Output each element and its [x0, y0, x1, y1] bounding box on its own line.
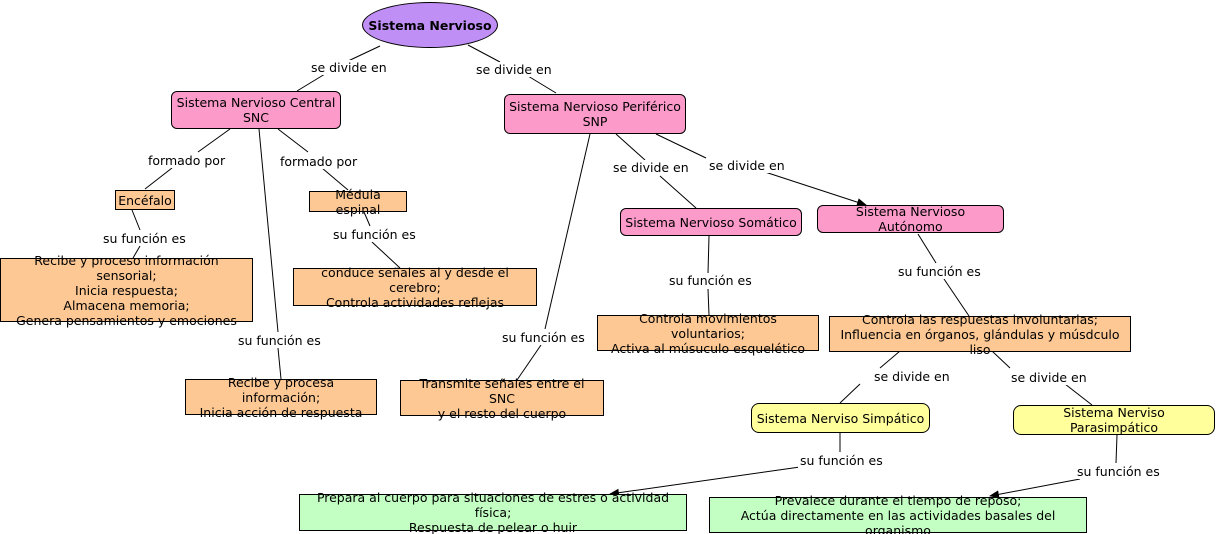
link-label-funcion: su función es: [798, 453, 885, 468]
node-medula-espinal[interactable]: Médula espinal: [309, 187, 407, 217]
node-encefalo-funcion[interactable]: Recibe y proceso información sensorial; …: [0, 253, 253, 328]
node-snp[interactable]: Sistema Nervioso Periférico SNP: [504, 94, 686, 134]
node-snc-funcion[interactable]: Recibe y procesa información; Inicia acc…: [185, 375, 377, 420]
edge-autonomo-func-2: [943, 278, 970, 317]
link-label-funcion: su función es: [667, 273, 754, 288]
node-simpatico[interactable]: Sistema Nerviso Simpático: [751, 403, 930, 433]
node-autonomo-funcion[interactable]: Controla las respuestas involuntarias; I…: [829, 312, 1131, 357]
link-label-divide: se divide en: [1009, 370, 1089, 385]
edge-auto-para-2: [1064, 383, 1093, 406]
edge-snc-func: [258, 128, 279, 333]
link-label-divide: se divide en: [309, 60, 389, 75]
edge-auto-simp: [879, 350, 901, 369]
edge-auto-simp-2: [839, 383, 861, 404]
edge-encefalo-func-2: [132, 245, 141, 259]
node-parasimpatico[interactable]: Sistema Nerviso Parasimpático: [1013, 405, 1215, 435]
edge-medula-func-2: [371, 241, 401, 269]
edge-autonomo-func: [917, 233, 937, 264]
edge-somatico-func-2: [707, 288, 710, 316]
edge-snc-encefalo-2: [144, 167, 173, 190]
edge-para-func-2: [989, 478, 1081, 499]
edge-snp-autonomo: [655, 133, 707, 159]
edge-snp-func: [544, 133, 591, 330]
edge-snc-medula-2: [321, 167, 349, 191]
link-label-formado: formado por: [146, 153, 228, 168]
edge-para-func: [1115, 434, 1118, 464]
edge-somatico-func: [707, 235, 710, 274]
node-medula-funcion[interactable]: conduce señales al y desde el cerebro; C…: [293, 265, 537, 310]
node-somatico[interactable]: Sistema Nervioso Somático: [620, 208, 802, 236]
node-sistema-nervioso[interactable]: Sistema Nervioso: [362, 2, 498, 48]
edge-snp-somatico-2: [659, 175, 697, 209]
node-simpatico-funcion[interactable]: Prepara al cuerpo para situaciones de es…: [299, 490, 687, 534]
link-label-funcion: su función es: [500, 330, 587, 345]
edge-medula-func: [363, 211, 371, 227]
node-encefalo[interactable]: Encéfalo: [115, 190, 175, 210]
link-label-funcion: su función es: [331, 227, 418, 242]
node-autonomo[interactable]: Sistema Nervioso Autónomo: [817, 204, 1004, 234]
edge-snc-encefalo: [197, 128, 231, 153]
edge-root-snc: [345, 45, 381, 63]
link-label-formado: formado por: [278, 154, 360, 169]
node-parasimpatico-funcion[interactable]: Prevalece durante el tiempo de reposo; A…: [709, 493, 1087, 534]
edge-root-snp: [467, 44, 501, 63]
link-label-funcion: su función es: [101, 231, 188, 246]
node-snp-funcion[interactable]: Transmite señales entre el SNC y el rest…: [400, 376, 604, 421]
link-label-divide: se divide en: [474, 62, 554, 77]
edge-snc-func-2: [277, 347, 282, 380]
node-snc[interactable]: Sistema Nervioso Central SNC: [171, 91, 341, 129]
edge-encefalo-func: [131, 209, 141, 231]
edge-root-snc-2: [296, 73, 326, 92]
node-somatico-funcion[interactable]: Controla movimientos voluntarios; Activa…: [597, 311, 819, 356]
link-label-funcion: su función es: [236, 333, 323, 348]
edge-snp-somatico: [615, 133, 646, 161]
link-label-funcion: su función es: [896, 264, 983, 279]
link-label-divide: se divide en: [611, 160, 691, 175]
edge-auto-para: [991, 350, 1011, 369]
edge-simp-func-2: [609, 466, 801, 497]
link-label-divide: se divide en: [872, 369, 952, 384]
link-label-funcion: su función es: [1075, 464, 1162, 479]
edge-root-snp-2: [527, 75, 557, 94]
edge-snp-autonomo-2: [764, 171, 867, 207]
edge-snc-medula: [277, 128, 309, 153]
link-label-divide: se divide en: [707, 158, 787, 173]
edge-snp-func-2: [516, 344, 542, 381]
